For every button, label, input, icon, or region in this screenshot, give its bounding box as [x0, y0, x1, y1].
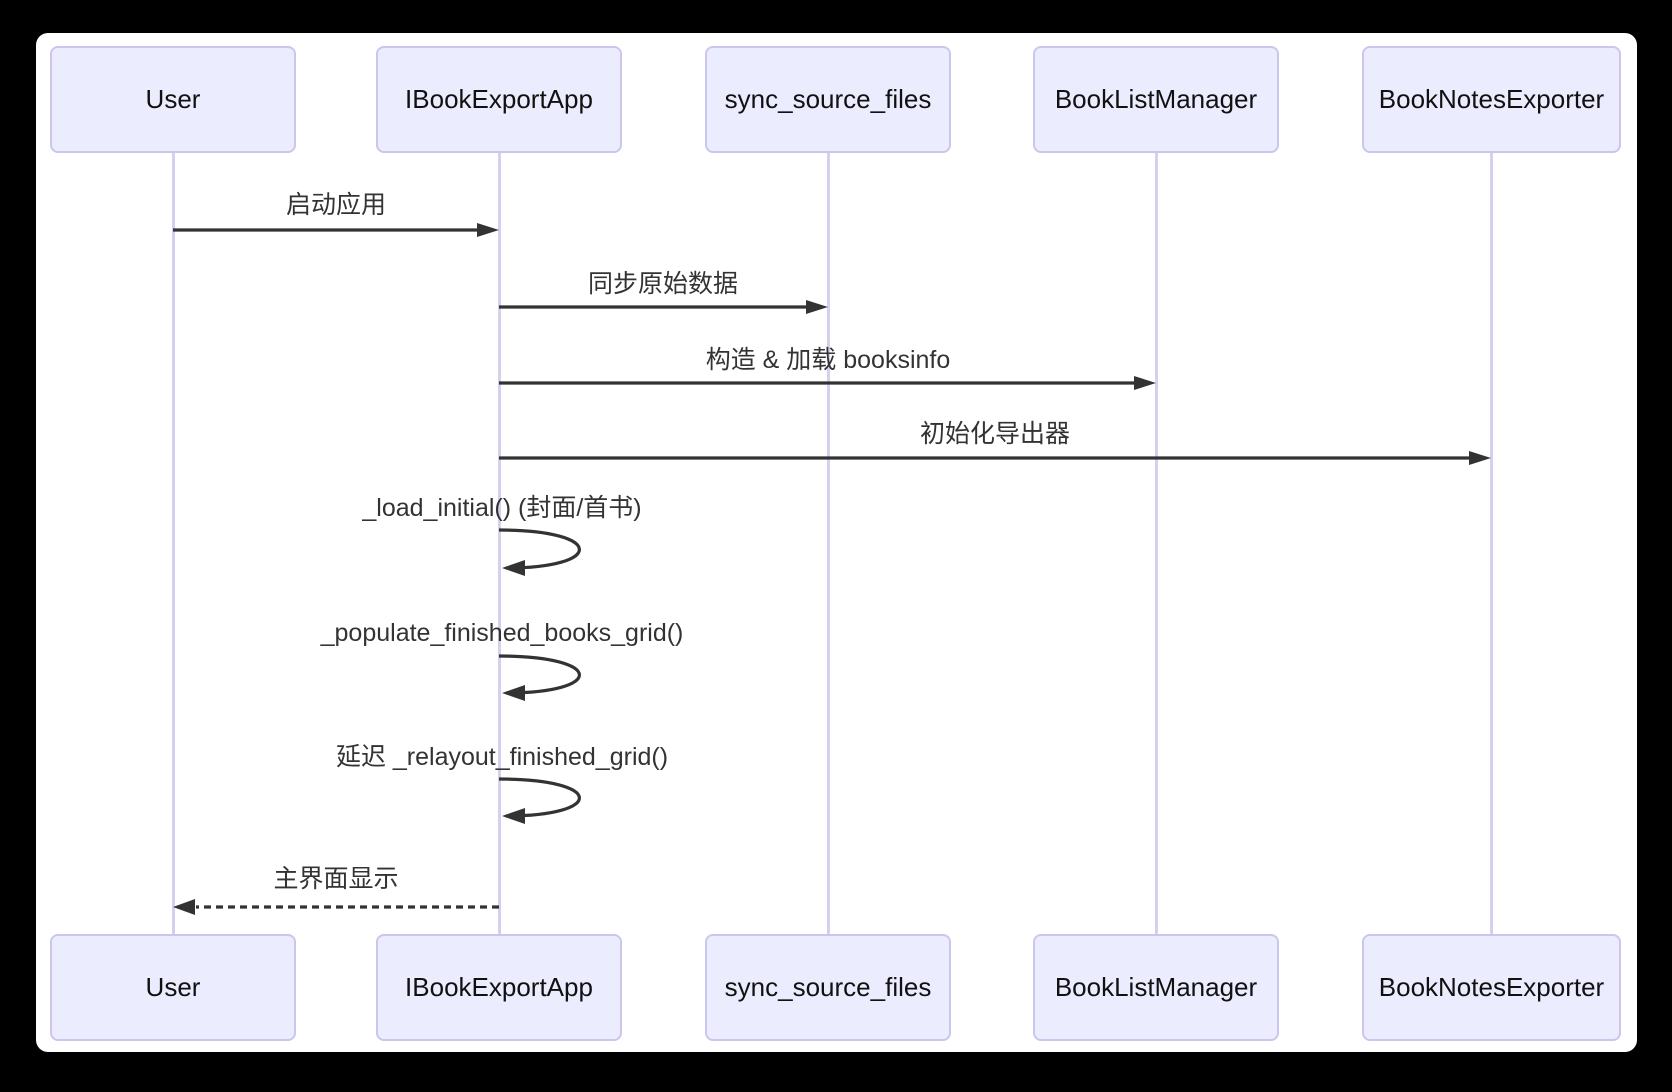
- actor-top-sync-source-files: sync_source_files: [705, 46, 951, 153]
- message-label-show-main-ui: 主界面显示: [273, 865, 399, 893]
- self-loop-load-initial: [498, 528, 581, 576]
- actor-bottom-sync-source-files: sync_source_files: [705, 934, 951, 1041]
- actor-label: BookNotesExporter: [1378, 84, 1605, 114]
- sequence-diagram-canvas: User IBookExportApp sync_source_files Bo…: [36, 33, 1637, 1052]
- actor-bottom-user: User: [50, 934, 296, 1041]
- message-arrow-load-booksinfo: [499, 376, 1156, 390]
- actor-label: sync_source_files: [724, 84, 932, 114]
- lifeline-sync-source-files: [826, 153, 830, 934]
- self-loop-relayout-finished-grid: [498, 777, 581, 824]
- actor-label: BookNotesExporter: [1378, 972, 1605, 1002]
- message-label-load-booksinfo: 构造 & 加载 booksinfo: [705, 346, 951, 374]
- lifeline-booknotesexporter: [1489, 153, 1493, 934]
- message-label-populate-finished-books-grid: _populate_finished_books_grid(): [320, 619, 684, 647]
- message-arrow-launch-app: [173, 223, 499, 237]
- actor-top-booknotesexporter: BookNotesExporter: [1362, 46, 1621, 153]
- message-label-sync-source-data: 同步原始数据: [587, 270, 739, 298]
- actor-bottom-ibookexportapp: IBookExportApp: [376, 934, 622, 1041]
- message-arrows-layer: [173, 223, 1491, 915]
- message-label-load-initial: _load_initial() (封面/首书): [362, 494, 642, 522]
- lifeline-ibookexportapp: [497, 153, 501, 934]
- actor-bottom-booknotesexporter: BookNotesExporter: [1362, 934, 1621, 1041]
- message-arrow-init-exporter: [499, 451, 1491, 465]
- actor-label: User: [145, 972, 201, 1002]
- actor-label: BookListManager: [1054, 972, 1258, 1002]
- message-arrow-sync-source-data: [499, 300, 828, 314]
- self-loop-populate-finished-books-grid: [498, 654, 581, 701]
- actor-label: IBookExportApp: [405, 972, 593, 1002]
- actor-label: User: [145, 84, 201, 114]
- actor-top-user: User: [50, 46, 296, 153]
- message-label-launch-app: 启动应用: [285, 191, 387, 219]
- message-label-relayout-finished-grid: 延迟 _relayout_finished_grid(): [335, 743, 669, 771]
- lifeline-booklistmanager: [1154, 153, 1158, 934]
- actor-label: IBookExportApp: [405, 84, 593, 114]
- lifeline-user: [171, 153, 175, 934]
- actor-label: BookListManager: [1054, 84, 1258, 114]
- actor-bottom-booklistmanager: BookListManager: [1033, 934, 1279, 1041]
- message-label-init-exporter: 初始化导出器: [919, 420, 1071, 448]
- message-arrow-show-main-ui: [173, 899, 499, 915]
- actor-top-ibookexportapp: IBookExportApp: [376, 46, 622, 153]
- actor-top-booklistmanager: BookListManager: [1033, 46, 1279, 153]
- actor-label: sync_source_files: [724, 972, 932, 1002]
